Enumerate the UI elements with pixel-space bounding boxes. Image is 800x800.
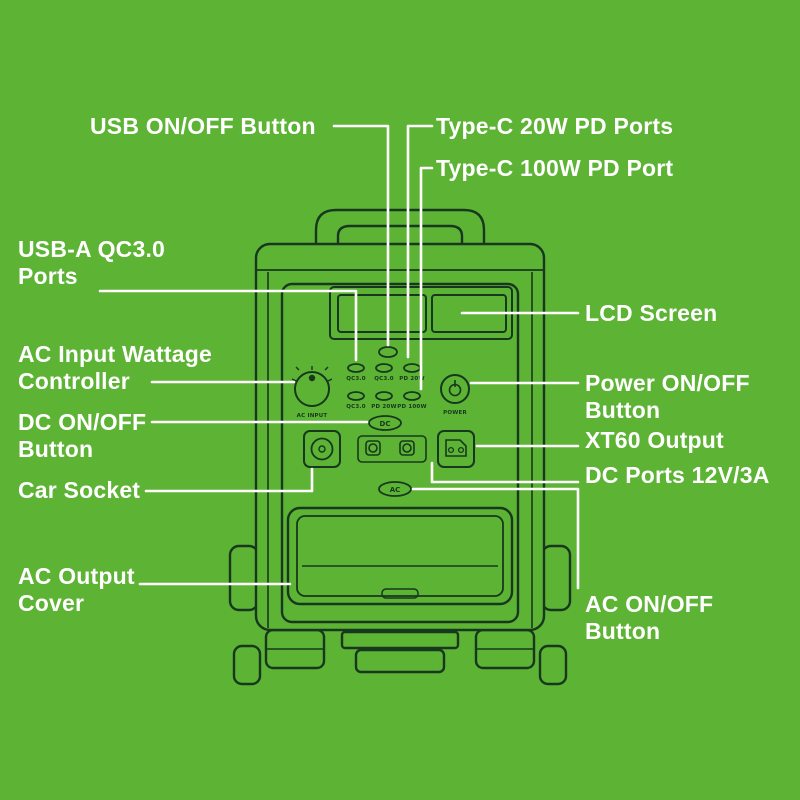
label-usb-onoff-button: USB ON/OFF Button — [90, 113, 316, 139]
label-ac-input-line1: AC Input Wattage — [18, 341, 212, 367]
device-body — [254, 242, 546, 632]
callout-line-ac-onoff — [411, 487, 580, 590]
label-ac-input-controller: AC Input Wattage Controller — [18, 341, 212, 395]
label-dc-onoff-button: DC ON/OFF Button — [18, 409, 146, 463]
ac-input-knob: AC INPUT — [291, 366, 333, 419]
label-ac-onoff-line1: AC ON/OFF — [585, 591, 714, 617]
callout-line-usb-onoff — [332, 124, 390, 347]
svg-text:PD 20W: PD 20W — [371, 404, 396, 410]
ac-toggle-button: AC — [378, 481, 412, 497]
power-button: POWER — [440, 374, 470, 416]
label-usba-line2: Ports — [18, 263, 78, 289]
label-typec-20w-ports: Type-C 20W PD Ports — [436, 113, 674, 139]
label-dc-onoff-line1: DC ON/OFF — [18, 409, 147, 435]
label-typec-100w-port: Type-C 100W PD Port — [436, 155, 674, 181]
label-lcd-screen: LCD Screen — [585, 300, 718, 326]
label-ac-input-line2: Controller — [18, 368, 130, 394]
label-dc-onoff-line2: Button — [18, 436, 94, 462]
rear-side-tabs — [228, 544, 572, 686]
usb-onoff-button — [378, 346, 398, 358]
front-panel — [280, 282, 520, 624]
ac-output-cover — [286, 506, 514, 606]
label-ac-onoff-button: AC ON/OFF Button — [585, 591, 713, 645]
label-ac-onoff-line2: Button — [585, 618, 661, 644]
label-dc-ports: DC Ports 12V/3A — [585, 462, 770, 488]
callout-lines — [98, 124, 580, 590]
car-socket — [303, 430, 341, 468]
svg-text:QC3.0: QC3.0 — [374, 376, 393, 382]
svg-text:PD 20W: PD 20W — [399, 376, 424, 382]
label-usba-line1: USB-A QC3.0 — [18, 236, 166, 262]
carry-handle — [314, 208, 486, 246]
callout-line-typec-20w — [406, 124, 434, 359]
base-feet — [264, 628, 536, 674]
dc-toggle-button: DC — [368, 415, 402, 431]
callout-line-dc-ports — [430, 461, 580, 484]
label-car-socket: Car Socket — [18, 477, 141, 503]
label-usba-qc3-ports: USB-A QC3.0 Ports — [18, 236, 165, 290]
label-ac-cover-line1: AC Output — [18, 563, 135, 589]
svg-text:PD 100W: PD 100W — [397, 404, 426, 410]
callout-line-typec-100w — [419, 166, 434, 391]
svg-text:DC: DC — [380, 420, 391, 428]
dc-12v-ports — [357, 435, 427, 463]
label-power-line1: Power ON/OFF — [585, 370, 750, 396]
label-power-onoff-button: Power ON/OFF Button — [585, 370, 750, 424]
label-ac-cover-line2: Cover — [18, 590, 85, 616]
label-ac-output-cover: AC Output Cover — [18, 563, 135, 617]
svg-text:AC INPUT: AC INPUT — [297, 413, 328, 419]
svg-text:QC3.0: QC3.0 — [346, 376, 365, 382]
callout-line-usba — [98, 289, 358, 362]
svg-text:AC: AC — [390, 486, 401, 494]
label-power-line2: Button — [585, 397, 661, 423]
xt60-socket — [437, 430, 475, 468]
label-xt60-output: XT60 Output — [585, 427, 724, 453]
callout-line-car-socket — [144, 467, 314, 493]
svg-text:POWER: POWER — [443, 410, 467, 416]
svg-text:QC3.0: QC3.0 — [346, 404, 365, 410]
